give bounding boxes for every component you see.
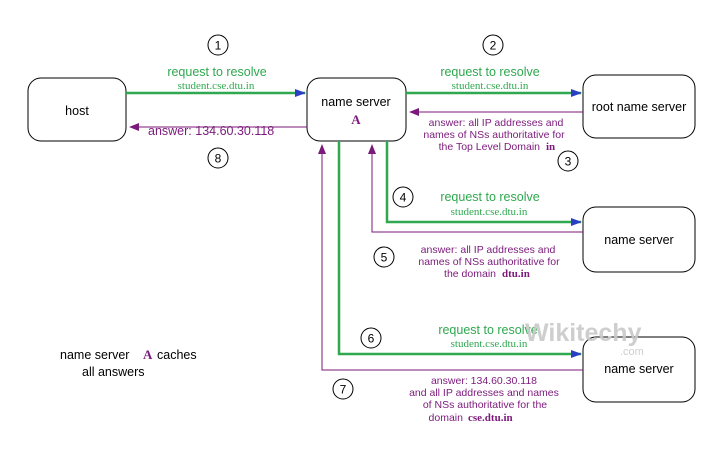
cache-note-suffix: caches <box>157 348 197 362</box>
step-6-number: 6 <box>368 332 375 346</box>
local-name-server-letter: A <box>351 112 361 127</box>
root-name-server-label: root name server <box>592 100 686 114</box>
cache-note: name server A caches all answers <box>60 347 197 379</box>
message-7-line3: of NSs authoritative for the <box>423 399 547 411</box>
step-8-number: 8 <box>215 152 222 166</box>
message-6-line2: student.cse.dtu.in <box>451 338 528 350</box>
wikitechy-watermark: Wikitechy .com <box>525 319 644 358</box>
message-5-line1: answer: all IP addresses and <box>421 244 556 256</box>
message-3-line3: the Top Level Domain <box>439 141 541 153</box>
step-2-badge: 2 <box>482 34 504 56</box>
local-name-server-node: name server A <box>306 77 407 142</box>
answer-arrow-7 <box>318 144 583 371</box>
root-name-server-node: root name server <box>582 74 696 139</box>
message-5-line2: names of NSs authoritative for <box>418 256 560 268</box>
message-3-line2: names of NSs authoritative for <box>423 129 565 141</box>
request-arrowhead-2 <box>571 89 582 97</box>
message-5-domain: dtu.in <box>502 268 530 280</box>
answer-arrow-5 <box>368 144 583 233</box>
message-3-line1: answer: all IP addresses and <box>429 117 564 129</box>
request-arrowhead-6 <box>571 350 582 358</box>
message-2-line1: request to resolve <box>440 65 539 79</box>
message-4-line1: request to resolve <box>440 190 539 204</box>
step-7-badge: 7 <box>332 378 354 400</box>
step-7-number: 7 <box>340 383 347 397</box>
message-8-label: answer: 134.60.30.118 <box>148 124 274 138</box>
request-arrow-4 <box>385 141 581 224</box>
step-1-badge: 1 <box>207 34 229 56</box>
step-1-number: 1 <box>215 39 222 53</box>
step-4-badge: 4 <box>392 186 414 208</box>
step-5-number: 5 <box>381 251 388 265</box>
message-6-line1: request to resolve <box>438 323 537 337</box>
step-3-badge: 3 <box>557 150 579 172</box>
authoritative-name-server-node: name server <box>582 336 696 403</box>
step-8-badge: 8 <box>207 147 229 169</box>
watermark-brand: Wikitechy <box>525 319 642 347</box>
message-4-line2: student.cse.dtu.in <box>451 206 528 218</box>
host-label: host <box>65 104 89 118</box>
message-3-tld: in <box>546 141 555 153</box>
message-1-line1: request to resolve <box>167 65 266 79</box>
request-arrow-6 <box>337 141 581 356</box>
cache-note-letter: A <box>143 347 153 362</box>
host-node: host <box>27 77 127 142</box>
watermark-tld: .com <box>620 346 644 358</box>
message-5-line3: the domain <box>444 268 496 280</box>
tld-name-server-node: name server <box>582 206 696 273</box>
message-7-line1: answer: 134.60.30.118 <box>431 375 537 387</box>
local-name-server-label: name server <box>321 95 390 109</box>
request-arrowhead-4 <box>571 218 582 226</box>
step-4-number: 4 <box>400 191 407 205</box>
request-arrowhead-1 <box>295 89 306 97</box>
step-6-badge: 6 <box>360 327 382 349</box>
cache-note-prefix: name server <box>60 348 129 362</box>
cache-note-line2: all answers <box>82 365 145 379</box>
step-2-number: 2 <box>490 39 497 53</box>
authoritative-name-server-label: name server <box>604 362 673 376</box>
step-5-badge: 5 <box>373 246 395 268</box>
message-2-line2: student.cse.dtu.in <box>452 80 529 92</box>
tld-name-server-label: name server <box>604 233 673 247</box>
message-7-line4: domain <box>429 412 464 424</box>
message-7-line2: and all IP addresses and names <box>409 387 559 399</box>
message-1-line2: student.cse.dtu.in <box>178 80 255 92</box>
step-3-number: 3 <box>565 155 572 169</box>
message-7-domain: cse.dtu.in <box>468 412 513 424</box>
